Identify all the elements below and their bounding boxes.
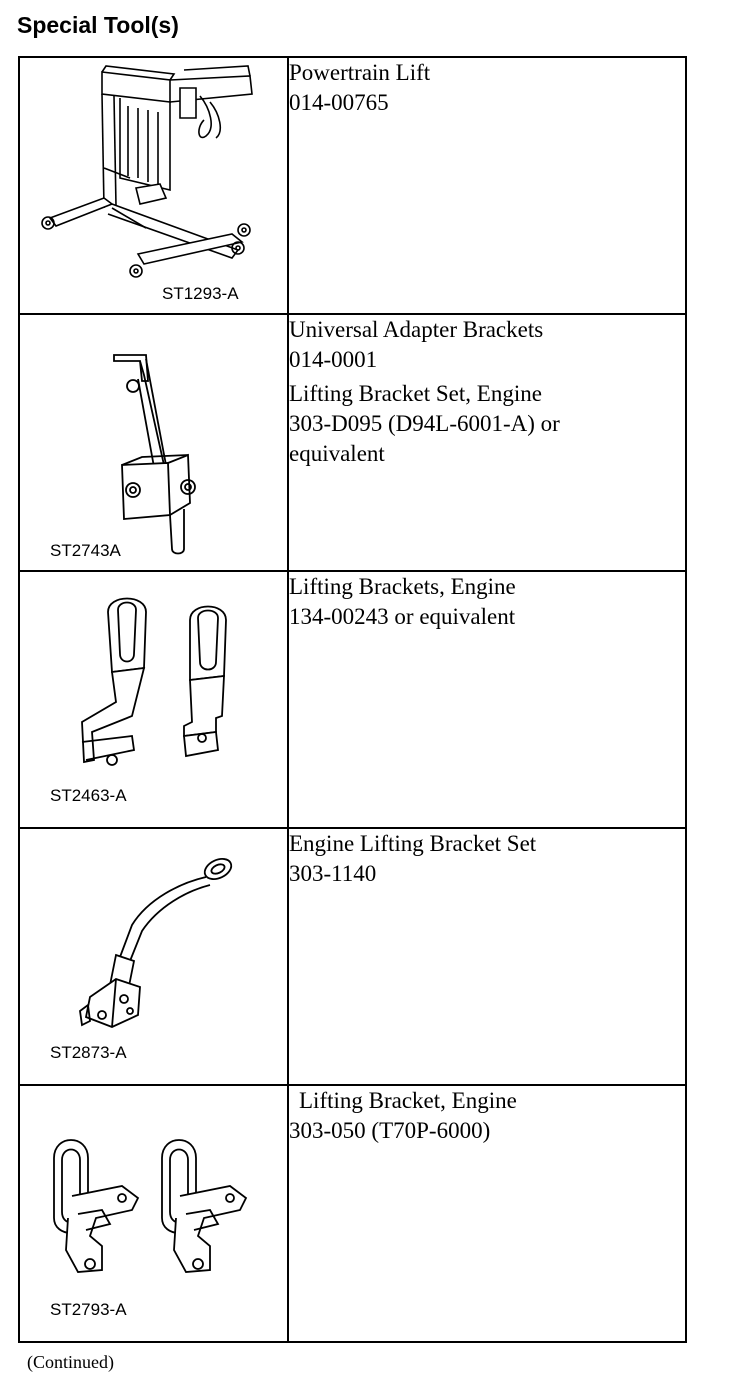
tool-illustration-cell: ST2793-A [18,1084,289,1343]
tool-description-cell: Lifting Brackets, Engine 134-00243 or eq… [287,570,687,829]
tool-illustration-cell: ST2743A [18,313,289,572]
tool-code: ST2463-A [50,786,127,805]
tool-illustration-cell: ST2463-A [18,570,289,829]
tool-illustration-cell: ST2873-A [18,827,289,1086]
powertrain-lift-illustration [41,65,253,278]
tool-name: Lifting Bracket, Engine [299,1088,517,1113]
tool-code: ST2873-A [50,1043,127,1062]
tool-name: Universal Adapter Brackets [289,317,544,342]
tool-number: 014-0001 [289,347,378,372]
adapter-bracket-illustration [113,354,196,555]
continued-note: (Continued) [27,1352,114,1372]
engine-lifting-bracket-illustration [79,858,233,1028]
tool-number: 303-D095 (D94L-6001-A) or [289,411,560,436]
table-row: ST2463-A Lifting Brackets, Engine 134-00… [18,570,687,829]
tool-illustration-cell: ST1293-A [18,56,289,315]
tool-description-cell: Engine Lifting Bracket Set 303-1140 [287,827,687,1086]
table-row: ST2743A Universal Adapter Brackets 014-0… [18,313,687,572]
table-row: ST1293-A Powertrain Lift 014-00765 [18,56,687,315]
tool-number: 303-050 (T70P-6000) [289,1118,491,1143]
table-row: ST2873-A Engine Lifting Bracket Set 303-… [18,827,687,1086]
tool-code: ST1293-A [162,284,239,303]
tool-number: 303-1140 [289,861,377,886]
page-title: Special Tool(s) [17,12,179,38]
table-row: ST2793-A Lifting Bracket, Engine 303-050… [18,1084,687,1343]
lifting-brackets-illustration [81,597,227,766]
tool-code: ST2743A [50,541,121,560]
tool-number: 134-00243 or equivalent [289,604,516,629]
tool-number: 014-00765 [289,90,389,115]
tool-note: equivalent [289,441,385,466]
tool-code: ST2793-A [50,1300,127,1319]
special-tools-table: ST1293-A Powertrain Lift 014-00765 [18,56,687,1343]
tool-description-cell: Powertrain Lift 014-00765 [287,56,687,315]
tool-name: Engine Lifting Bracket Set [289,831,537,856]
tool-description-cell: Lifting Bracket, Engine 303-050 (T70P-60… [287,1084,687,1343]
tool-name: Powertrain Lift [289,60,431,85]
tool-name: Lifting Brackets, Engine [289,574,516,599]
tool-description-cell: Universal Adapter Brackets 014-0001 Lift… [287,313,687,572]
lifting-bracket-pair-illustration [53,1139,248,1273]
tool-name: Lifting Bracket Set, Engine [289,381,542,406]
